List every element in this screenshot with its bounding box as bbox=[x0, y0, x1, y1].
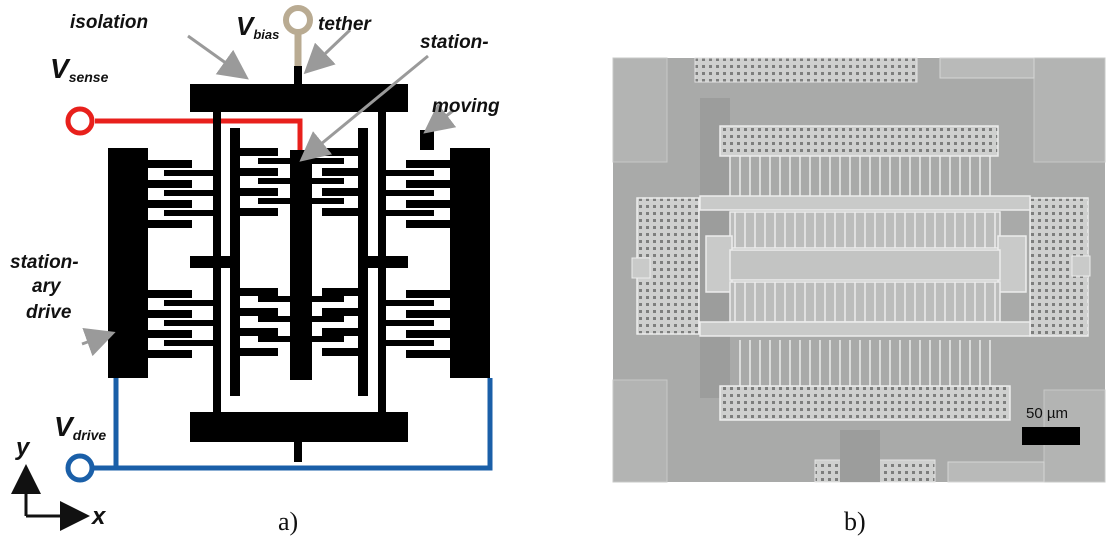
scale-bar: 50 µm bbox=[1022, 405, 1080, 445]
v-sense-label: Vsense bbox=[50, 53, 109, 85]
isolation-arrow bbox=[187, 34, 249, 80]
isolation-label: isolation bbox=[70, 12, 148, 33]
moving-label: moving bbox=[432, 96, 500, 117]
y-axis-label: y bbox=[15, 434, 31, 461]
x-axis-label: x bbox=[90, 503, 107, 530]
v-bias-label: Vbias bbox=[236, 11, 279, 42]
pointer-arrows bbox=[81, 28, 457, 357]
axis-indicator: y x bbox=[10, 434, 107, 531]
scale-bar-label: 50 µm bbox=[1026, 405, 1068, 422]
caption-b: b) bbox=[844, 507, 866, 536]
v-drive-label: Vdrive bbox=[54, 411, 106, 443]
moving-arrow bbox=[423, 103, 457, 134]
panel-a-diagram: isolation Vbias tether station- Vsense m… bbox=[10, 5, 500, 531]
drive-terminal bbox=[65, 453, 95, 483]
sense-terminal bbox=[65, 106, 95, 136]
tether-arrow bbox=[303, 28, 352, 75]
drive-arrow bbox=[81, 327, 116, 357]
station-arrow bbox=[299, 54, 429, 162]
tether-label: tether bbox=[318, 14, 372, 35]
stationary-sense-label: station- bbox=[420, 32, 489, 53]
stationary-drive-label-2: ary bbox=[32, 276, 62, 297]
stationary-drive-label-3: drive bbox=[26, 302, 72, 323]
stationary-drive-label-1: station- bbox=[10, 252, 79, 273]
panel-b-sem-image: 50 µm bbox=[612, 57, 1106, 483]
drive-wire bbox=[65, 378, 493, 483]
bias-terminal bbox=[283, 5, 313, 68]
caption-a: a) bbox=[278, 507, 298, 536]
sense-wire bbox=[65, 106, 303, 150]
